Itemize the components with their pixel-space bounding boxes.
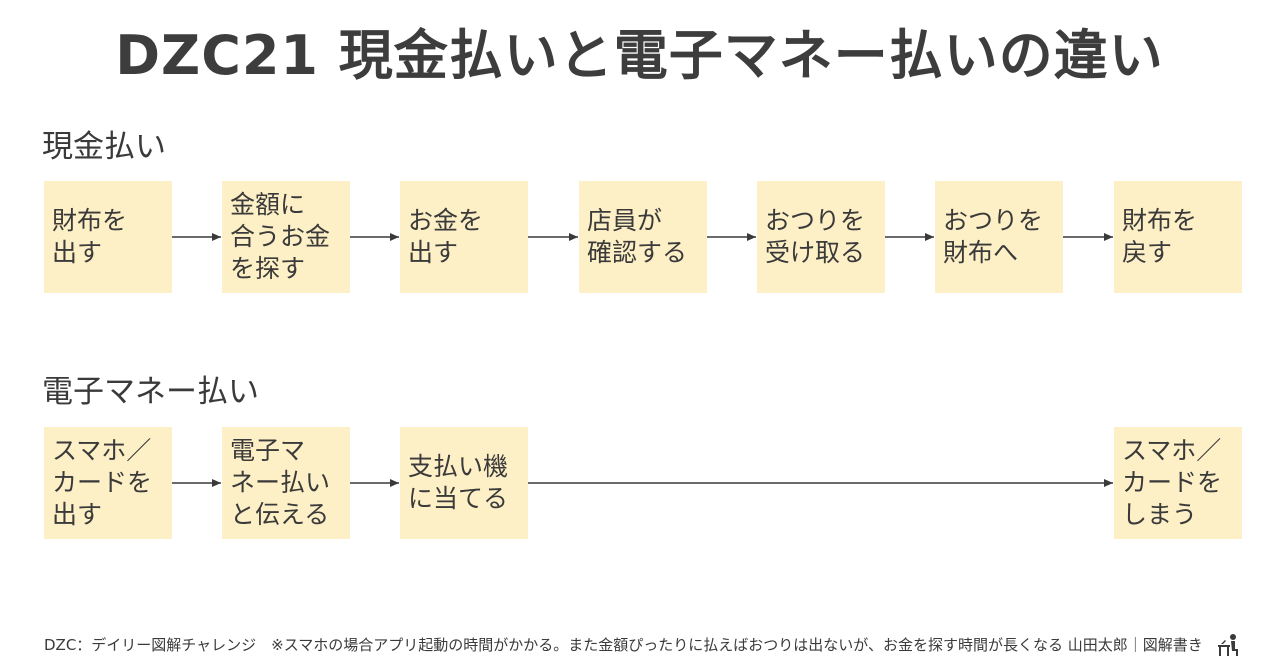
emoney-step-1-text: スマホ／ カードを 出す: [52, 436, 153, 529]
cash-step-7-text: 財布を 戻す: [1122, 206, 1198, 267]
person-at-desk-icon: [1218, 634, 1238, 656]
cash-step-5: おつりを 受け取る: [757, 181, 885, 293]
emoney-step-1: スマホ／ カードを 出す: [44, 427, 172, 539]
cash-step-4-text: 店員が 確認する: [587, 206, 688, 267]
cash-step-1: 財布を 出す: [44, 181, 172, 293]
cash-step-7: 財布を 戻す: [1114, 181, 1242, 293]
cash-step-1-text: 財布を 出す: [52, 206, 128, 267]
emoney-step-2: 電子マ ネー払い と伝える: [222, 427, 350, 539]
cash-step-2: 金額に 合うお金 を探す: [222, 181, 350, 293]
cash-step-3-text: お金を 出す: [408, 206, 484, 267]
cash-step-2-text: 金額に 合うお金 を探す: [230, 190, 331, 283]
emoney-step-3-text: 支払い機 に当てる: [408, 452, 509, 513]
cash-step-5-text: おつりを 受け取る: [765, 206, 866, 267]
cash-step-6: おつりを 財布へ: [935, 181, 1063, 293]
footer-note: DZC：デイリー図解チャレンジ ※スマホの場合アプリ起動の時間がかかる。また金額…: [44, 636, 1203, 654]
section-label-emoney: 電子マネー払い: [42, 374, 259, 410]
cash-step-3: お金を 出す: [400, 181, 528, 293]
emoney-step-4: スマホ／ カードを しまう: [1114, 427, 1242, 539]
emoney-step-3: 支払い機 に当てる: [400, 427, 528, 539]
emoney-step-4-text: スマホ／ カードを しまう: [1122, 436, 1223, 529]
cash-step-4: 店員が 確認する: [579, 181, 707, 293]
section-label-cash: 現金払い: [42, 129, 166, 165]
emoney-step-2-text: 電子マ ネー払い と伝える: [230, 436, 331, 529]
cash-step-6-text: おつりを 財布へ: [943, 206, 1044, 267]
page-title: DZC21 現金払いと電子マネー払いの違い: [115, 24, 1164, 87]
